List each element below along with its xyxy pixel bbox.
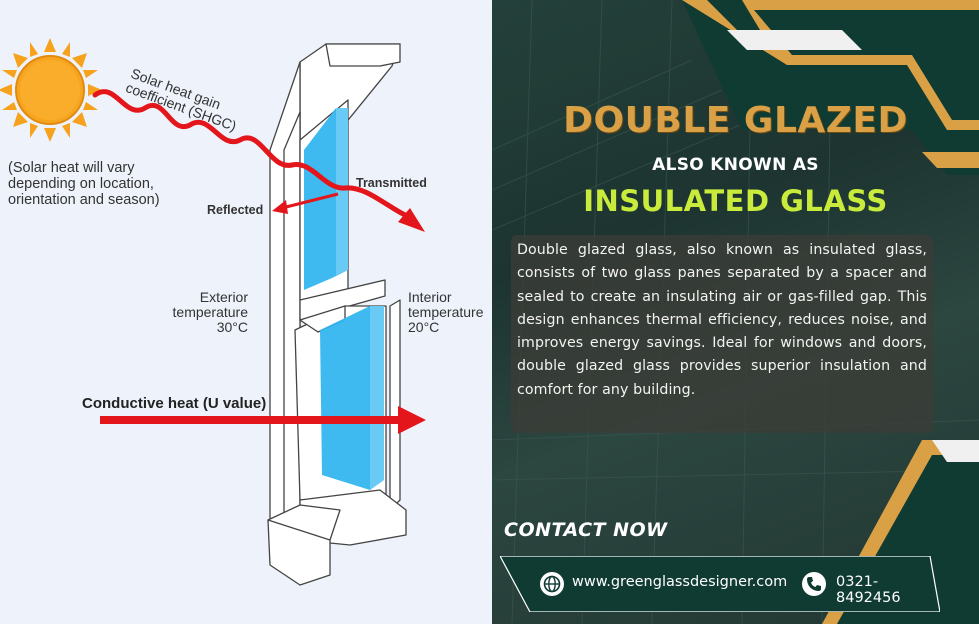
window-diagram: Solar heat gain coefficient (SHGC) (Sola… [0,0,492,624]
description-text: Double glazed glass, also known as insul… [511,235,933,433]
top-gold-stripe [682,0,979,130]
globe-icon [540,572,564,596]
info-panel: DOUBLE GLAZED ALSO KNOWN AS INSULATED GL… [492,0,979,624]
sun-icon [0,38,102,142]
upper-glass-pane-2 [336,108,348,275]
contact-bar: www.greenglassdesigner.com 0321-8492456 [500,556,940,612]
exterior-temperature-label: Exterior temperature 30°C [172,289,248,335]
panel-subtitle: ALSO KNOWN AS [652,155,819,175]
website-link[interactable]: www.greenglassdesigner.com [572,574,788,590]
lower-glass-pane [320,306,384,490]
phone-icon [802,572,826,596]
lower-glass-pane-2 [370,306,384,490]
panel-title: DOUBLE GLAZED [563,100,908,141]
solar-wave-arrow [92,89,408,218]
contact-bar-shape [500,556,940,612]
conductive-heat-label: Conductive heat (U value) [82,395,267,412]
window-section-drawing [0,38,426,586]
panel-title-2: INSULATED GLASS [583,184,888,218]
contact-heading: CONTACT NOW [504,519,668,541]
solar-note-label: (Solar heat will vary depending on locat… [8,160,160,208]
reflected-label: Reflected [207,203,264,217]
bottom-white-stripe [932,440,979,462]
transmitted-label: Transmitted [356,176,427,190]
interior-temperature-label: Interior temperature 20°C [408,289,484,335]
top-white-stripe [727,30,862,50]
phone-number[interactable]: 0321-8492456 [836,574,901,606]
